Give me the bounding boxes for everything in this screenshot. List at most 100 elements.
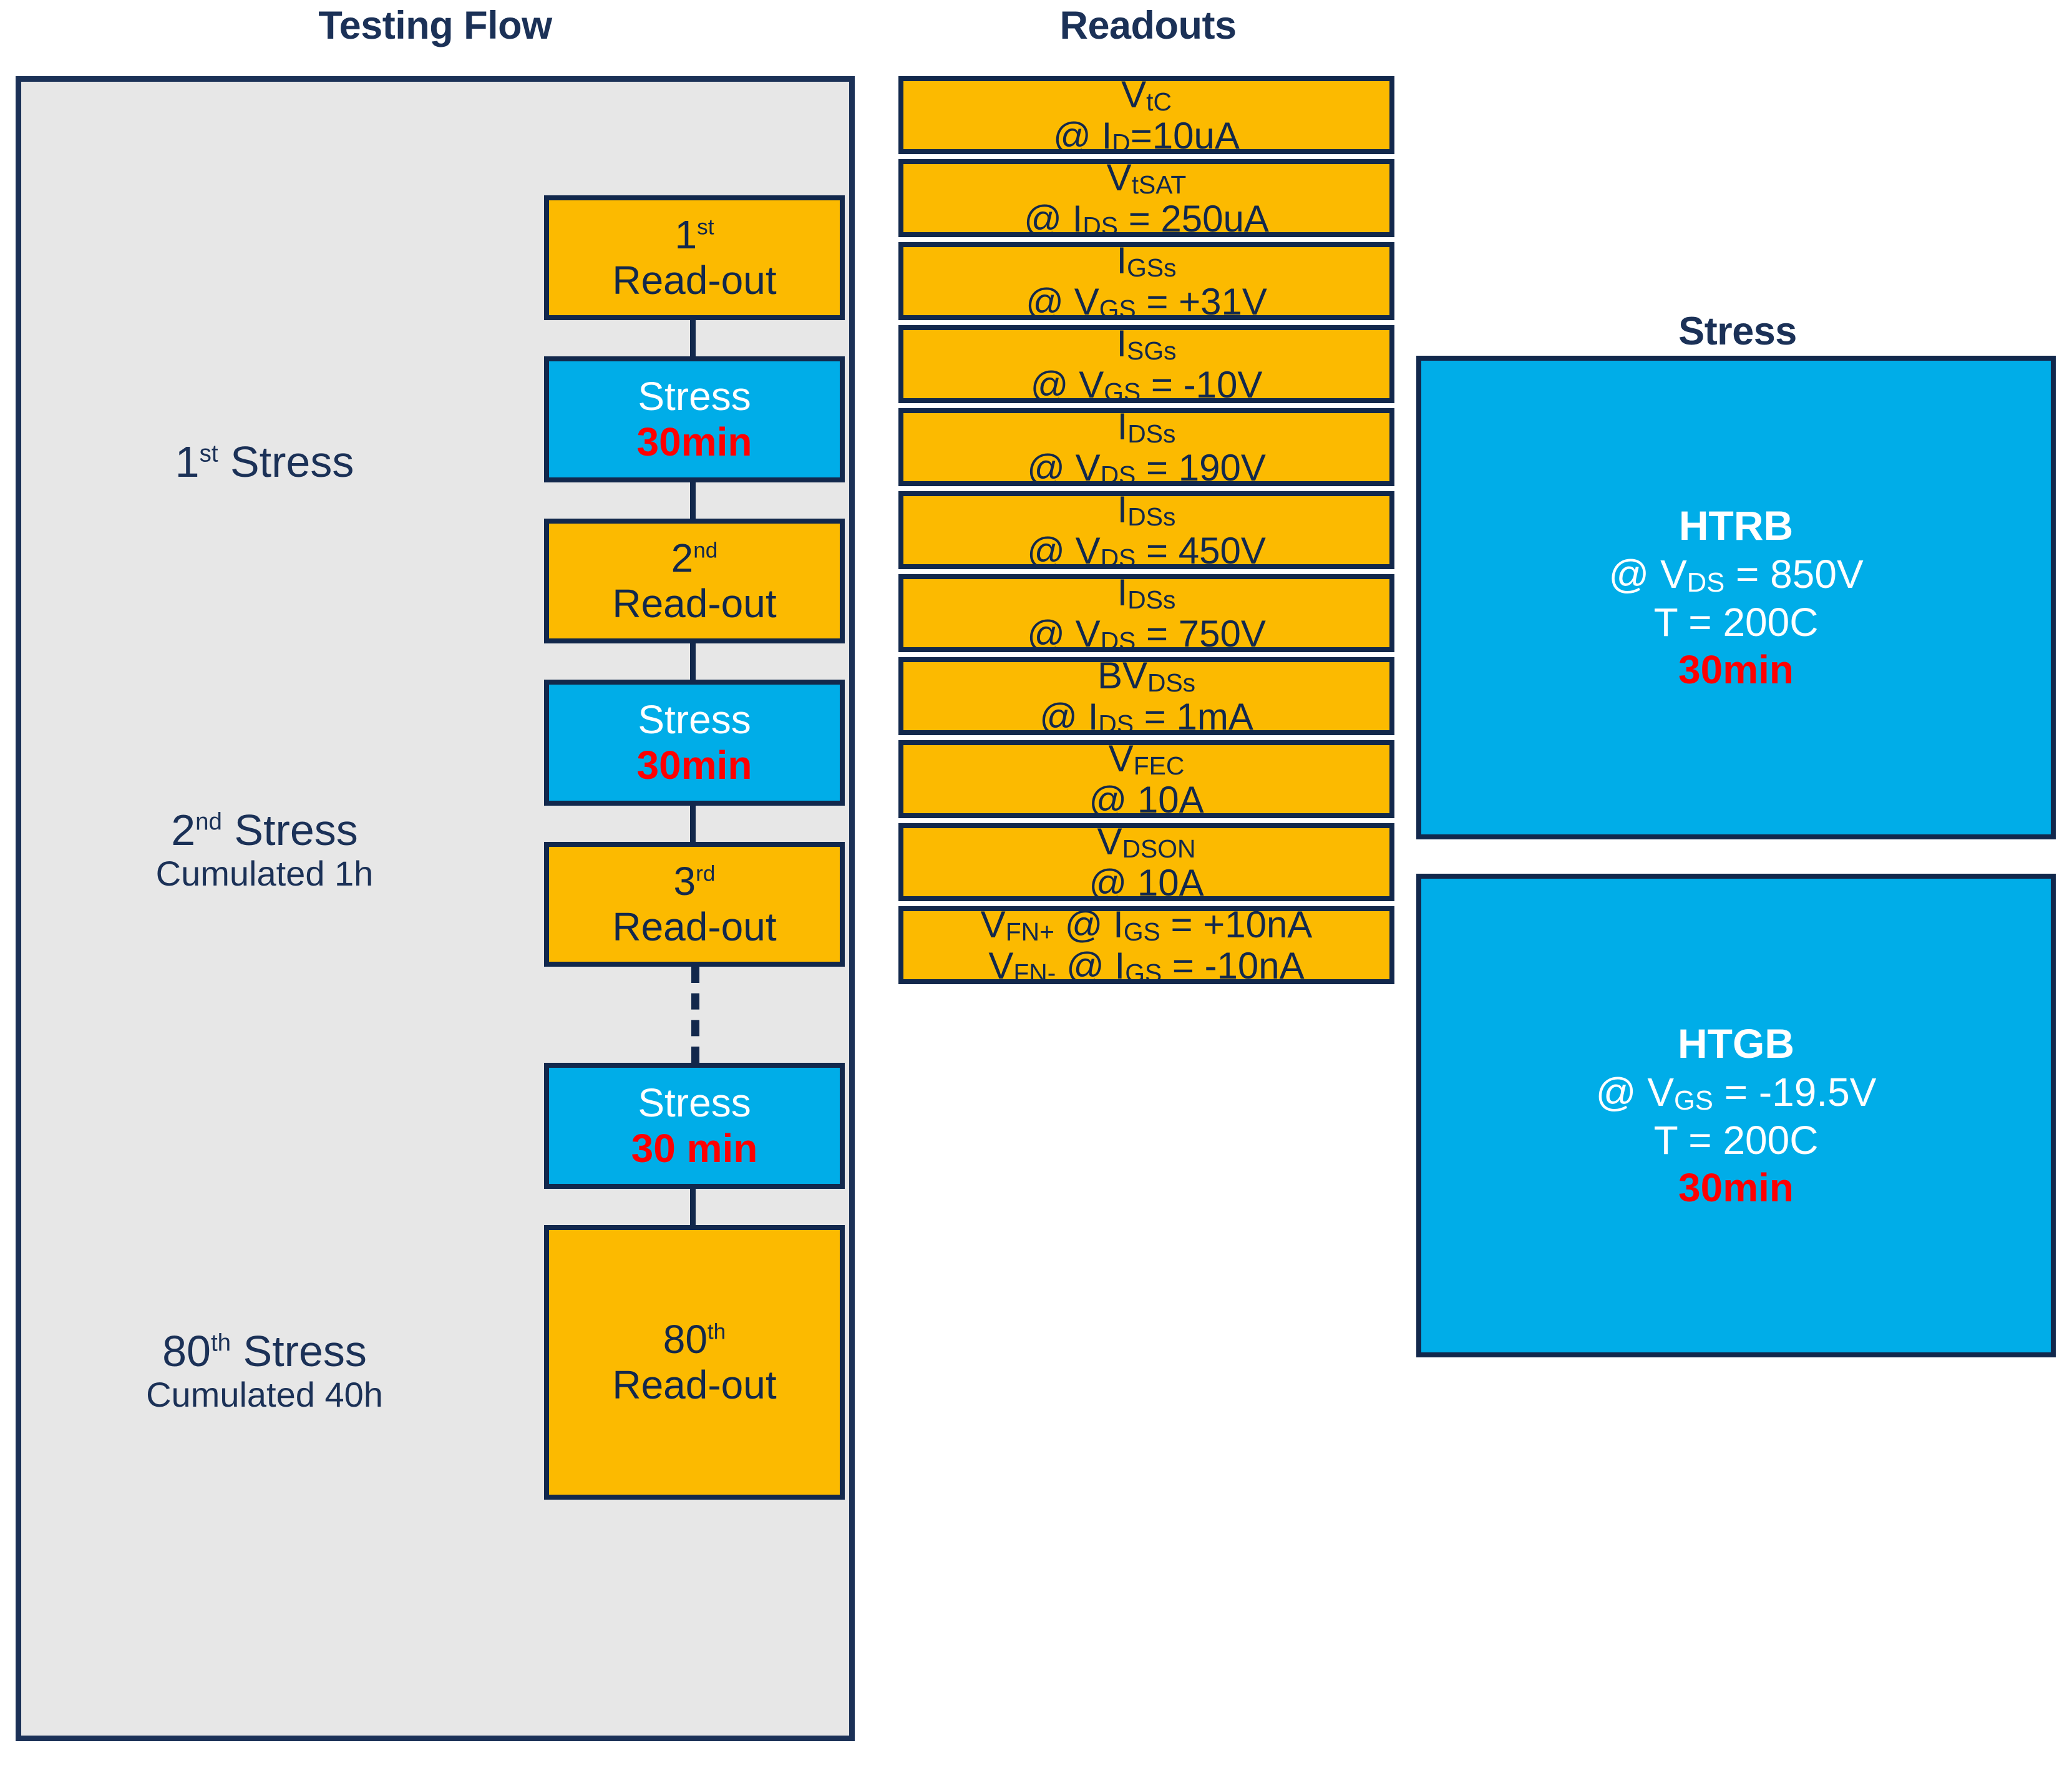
readout-condition-subscript: GS [1123,917,1160,946]
readout-condition-post: = 1mA [1134,695,1253,738]
readout-condition-subscript: DS [1082,211,1119,240]
flow-box-ordinal: 80 [663,1317,708,1362]
readout-condition-subscript: DS [1100,460,1136,489]
readout-condition-post: = 750V [1136,612,1266,655]
connector-line [690,643,696,680]
flow-box-ordinal-suffix: nd [693,538,718,563]
stress-box-htgb[interactable]: HTGB @ VGS = -19.5V T = 200C 30min [1416,874,2056,1357]
flow-box-duration: 30min [636,419,752,464]
stage-title-tail: Stress [221,806,358,854]
readout-symbol-subscript: DSs [1127,585,1176,614]
flow-box-ordinal-suffix: st [697,215,714,240]
stage-cumulated: Cumulated 1h [155,854,374,894]
readout-box-vdson[interactable]: VDSON @ 10A [898,820,1394,904]
readout-box-idss-450[interactable]: IDSs @ VDS = 450V [898,488,1394,572]
flow-box-readout-80[interactable]: 80th Read-out [544,1225,845,1500]
flow-box-stress-1[interactable]: Stress 30min [544,356,845,482]
stage-ordinal: 2 [171,806,196,854]
readout-box-vfn[interactable]: VFN+ @ IGS = +10nA VFN- @ IGS = -10nA [898,903,1394,987]
stage-label-80: 80th Stress Cumulated 40h [46,1327,483,1415]
stage-ordinal-suffix: th [210,1329,231,1357]
connector-line [690,1189,696,1225]
readout-condition-post: = +31V [1136,280,1267,323]
flow-box-ordinal: 3 [673,859,696,904]
readout-condition-subscript: GS [1099,294,1136,323]
readout-condition-subscript: GS [1104,377,1141,406]
stage-label-2: 2nd Stress Cumulated 1h [46,806,483,894]
readout-symbol: I [1117,488,1128,530]
readout-condition-post: = 450V [1136,529,1266,572]
stage-cumulated: Cumulated 40h [146,1375,383,1415]
flow-box-ordinal: 2 [671,535,694,581]
readout-symbol: V [980,903,1006,945]
readout-condition-pre: @ V [1030,363,1104,406]
readout-condition-subscript: GS [1125,958,1162,987]
flow-box-label: Read-out [612,581,777,626]
readout-symbol-subscript: FEC [1133,751,1185,780]
flow-box-stress-80[interactable]: Stress 30 min [544,1063,845,1189]
stress-condition-post: = 850V [1724,551,1864,597]
readout-condition-post: = +10nA [1160,903,1313,945]
page-title-readouts: Readouts [1059,4,1237,47]
readout-box-idss-750[interactable]: IDSs @ VDS = 750V [898,572,1394,655]
page-title-stress: Stress [1678,310,1797,353]
stress-condition-pre: @ V [1608,551,1687,597]
stress-test-title: HTGB [1678,1020,1794,1067]
flow-box-readout-3[interactable]: 3rd Read-out [544,842,845,967]
stage-ordinal: 80 [162,1327,211,1375]
stress-box-htrb[interactable]: HTRB @ VDS = 850V T = 200C 30min [1416,356,2056,839]
readout-condition-subscript: D [1112,128,1131,157]
flow-box-label: Read-out [612,258,777,303]
readout-box-idss-190[interactable]: IDSs @ VDS = 190V [898,405,1394,489]
connector-line [690,482,696,519]
readout-symbol: I [1116,239,1127,281]
readout-symbol-subscript: DSs [1127,419,1176,448]
readout-condition-subscript: DS [1100,626,1136,655]
readout-box-vfec[interactable]: VFEC @ 10A [898,737,1394,820]
connector-line-dashed [691,967,699,1063]
flow-box-label: Read-out [612,904,777,949]
stress-duration: 30min [1678,1165,1794,1211]
readout-box-vtc[interactable]: VtC @ ID=10uA [898,73,1394,157]
flow-box-stress-2[interactable]: Stress 30min [544,680,845,806]
flow-box-readout-1[interactable]: 1st Read-out [544,195,845,320]
readout-box-isgs[interactable]: ISGs @ VGS = -10V [898,322,1394,406]
readout-symbol-subscript: tSAT [1131,170,1187,199]
stress-condition-pre: @ V [1595,1069,1675,1115]
readout-symbol: I [1117,405,1128,447]
readout-box-bvdss[interactable]: BVDSs @ IDS = 1mA [898,655,1394,738]
readout-box-vtsat[interactable]: VtSAT @ IDS = 250uA [898,157,1394,240]
readout-condition-post: = -10nA [1162,944,1305,987]
readout-condition-pre: @ I [1053,114,1112,157]
stress-condition-subscript: DS [1686,567,1725,598]
stage-title-tail: Stress [218,437,354,486]
readout-symbol-subscript: DSs [1147,668,1196,697]
readout-symbol-subscript: FN+ [1005,917,1054,946]
flow-box-readout-2[interactable]: 2nd Read-out [544,519,845,643]
readout-condition-pre: @ V [1027,612,1101,655]
stress-duration: 30min [1678,647,1794,693]
readout-condition-pre: @ V [1027,446,1101,489]
readout-symbol: V [1121,73,1147,115]
readout-condition-pre: @ 10A [1089,861,1204,904]
flow-box-ordinal-suffix: th [707,1319,726,1344]
stress-condition-post: = -19.5V [1713,1069,1877,1115]
stage-ordinal: 1 [175,437,200,486]
flow-box-label: Read-out [612,1362,777,1407]
stress-temperature: T = 200C [1653,599,1819,645]
readout-condition-pre: @ V [1027,529,1101,572]
readout-box-igss[interactable]: IGSs @ VGS = +31V [898,239,1394,323]
readout-symbol-subscript: DSON [1122,834,1196,863]
readout-condition-post: = 190V [1136,446,1266,489]
readout-condition-post: =10uA [1130,114,1240,157]
flow-box-ordinal-suffix: rd [696,861,716,886]
stage-label-1: 1st Stress [46,437,483,486]
flow-box-duration: 30min [636,743,752,788]
readout-symbol: V [1097,820,1122,862]
flow-box-label: Stress [638,374,751,419]
readout-symbol: V [1108,737,1134,779]
readout-symbol: I [1116,322,1127,364]
connector-line [690,320,696,356]
readout-symbol-subscript: DSs [1127,502,1176,531]
readout-condition-post: = 250uA [1118,197,1269,240]
